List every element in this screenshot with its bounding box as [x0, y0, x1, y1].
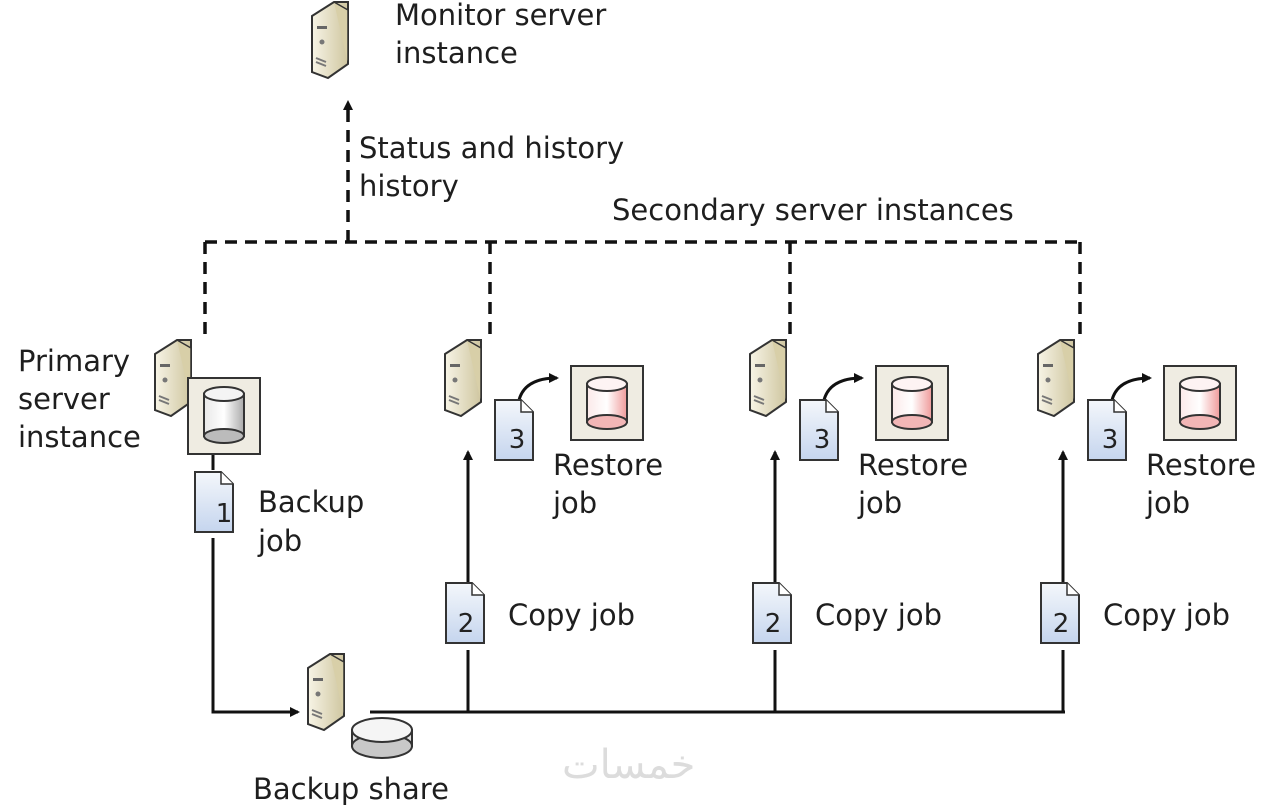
status-label-line2: history	[359, 169, 459, 203]
copy-job-number: 2	[765, 609, 782, 639]
primary-server-icon	[154, 339, 192, 417]
secondary-server-node: 3 2	[1037, 339, 1237, 644]
restore-job-number: 3	[509, 425, 526, 455]
secondary-database-icon	[891, 376, 933, 430]
backup-share-disk-icon	[351, 717, 413, 759]
restore-arrow	[822, 373, 864, 401]
backup-job-number: 1	[216, 499, 233, 529]
restore-job-number: 3	[814, 425, 831, 455]
restore-job-label-line1: Restore	[1146, 448, 1257, 482]
primary-label-line1: Primary	[18, 344, 131, 378]
secondary-server-node: 3 2	[444, 339, 644, 644]
secondary-group-label: Secondary server instances	[612, 193, 1014, 227]
copy-job-number: 2	[458, 609, 475, 639]
secondary-database-icon	[1179, 376, 1221, 430]
primary-database-icon	[203, 386, 245, 444]
copy-job-label: Copy job	[1103, 598, 1230, 632]
secondary-server-icon	[444, 339, 482, 417]
status-lines	[203, 100, 1082, 340]
watermark-text: خمسات	[562, 742, 696, 788]
copy-job-number: 2	[1053, 609, 1070, 639]
restore-arrow	[1110, 373, 1152, 401]
backup-share-server-icon	[307, 653, 345, 731]
restore-job-label-line2: job	[1146, 486, 1191, 520]
copy-lines	[211, 450, 1068, 717]
backup-job-label-line2: job	[258, 524, 303, 558]
restore-job-number: 3	[1102, 425, 1119, 455]
monitor-label-line2: instance	[395, 36, 518, 70]
monitor-server-icon	[311, 1, 349, 79]
secondary-server-node: 3 2	[749, 339, 949, 644]
secondary-server-icon	[1037, 339, 1075, 417]
restore-job-label-line2: job	[553, 486, 598, 520]
primary-label-line2: server	[18, 382, 110, 416]
restore-job-label-line1: Restore	[553, 448, 664, 482]
backup-share-label: Backup share	[253, 772, 449, 806]
primary-server-node: 1	[154, 339, 261, 533]
primary-label-line3: instance	[18, 420, 141, 454]
monitor-label-line1: Monitor server	[395, 0, 607, 32]
copy-job-label: Copy job	[508, 598, 635, 632]
secondary-server-icon	[749, 339, 787, 417]
restore-arrow	[517, 373, 559, 401]
restore-job-label-line1: Restore	[858, 448, 969, 482]
secondary-database-icon	[586, 376, 628, 430]
backup-to-share-arrow	[211, 538, 300, 717]
backup-job-label-line1: Backup	[258, 485, 365, 519]
restore-job-label-line2: job	[858, 486, 903, 520]
copy-job-label: Copy job	[815, 598, 942, 632]
backup-share-node	[307, 653, 413, 759]
status-label-line1: Status and history	[359, 131, 625, 165]
